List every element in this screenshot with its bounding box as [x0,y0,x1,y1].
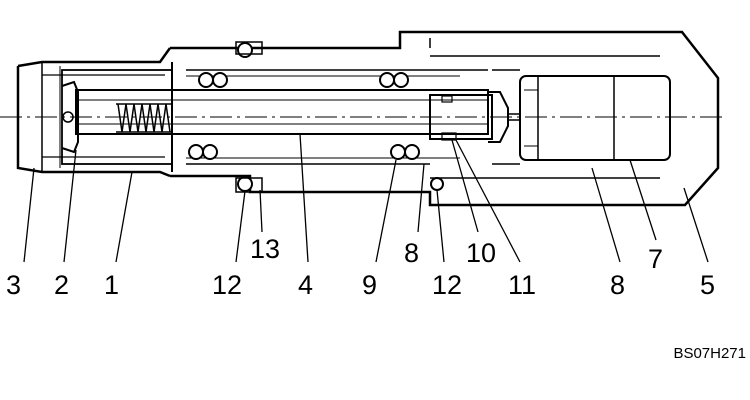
spool [75,89,489,135]
callout-8-right: 8 [610,270,625,300]
callout-13: 13 [250,234,280,264]
callout-9: 9 [362,270,377,300]
retainer-clip [61,80,79,154]
callout-5: 5 [700,270,715,300]
callout-2: 2 [54,270,69,300]
callout-8-middle: 8 [404,238,419,268]
spool-spring [116,103,172,133]
callout-3: 3 [6,270,21,300]
callout-12-left: 12 [212,270,242,300]
callout-4: 4 [298,270,313,300]
poppet [488,91,509,143]
callout-7: 7 [648,244,663,274]
small-ring [441,95,453,103]
callout-12-right: 12 [432,270,462,300]
callout-1: 1 [104,270,119,300]
callout-10: 10 [466,238,496,268]
seal-groove [235,41,263,55]
poppet-seat [429,94,493,140]
seal-groove [235,177,263,193]
plug-circle [62,111,74,123]
callout-11: 11 [508,270,536,300]
small-ring [441,132,457,141]
o-rings [188,72,420,160]
piston [519,75,671,161]
leader-lines [23,133,709,263]
drawing-code: BS07H271 [673,345,746,362]
